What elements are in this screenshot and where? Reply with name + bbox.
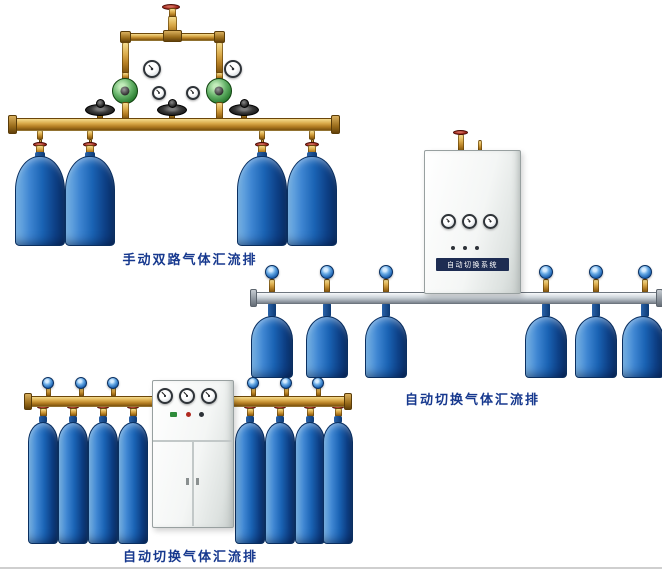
gas-cylinder [525,316,567,378]
cylinder-neck [85,152,95,158]
indicator-label-green [170,412,177,417]
valve-knob-blue [638,265,652,279]
valve-knob-blue [280,377,292,389]
gas-cylinder [235,422,265,544]
pressure-gauge [157,388,173,404]
gas-cylinder [306,316,348,378]
cylinder-neck [246,416,254,423]
gas-cylinder [287,156,337,246]
valve-knob-blue [320,265,334,279]
pipe-end-cap [344,393,352,410]
pipe-end-cap [331,115,340,134]
indicator-light [199,412,204,417]
cylinder-neck [69,416,77,423]
cylinder-neck [268,303,276,317]
valve-knob-blue [75,377,87,389]
valve-knob-blue [539,265,553,279]
door-handle [186,478,189,485]
gas-cylinder [295,422,325,544]
pressure-gauge [483,214,498,229]
cabinet-panel-divider [153,440,233,442]
pressure-gauge [224,60,242,78]
pipe-end-cap [8,115,17,134]
valve-knob-blue [265,265,279,279]
cylinder-neck [592,303,600,317]
caption-auto-switch-right: 自动切换气体汇流排 [404,392,540,407]
gas-cylinder [575,316,617,378]
cylinder-neck [542,303,550,317]
gas-cylinder [237,156,287,246]
valve-knob-blue [312,377,324,389]
manifold-pipe-brass [12,118,336,131]
pipe-end-cap [656,289,662,307]
door-handle [196,478,199,485]
pressure-gauge [143,60,161,78]
indicator-light [463,246,467,250]
valve-knob-blue [107,377,119,389]
cylinder-neck [257,152,267,158]
handwheel-hub [168,99,177,108]
tee-fitting [163,30,182,42]
cabinet-top-valve-handle [453,130,468,135]
cylinder-neck [39,416,47,423]
gas-cylinder [58,422,88,544]
gas-cylinder [323,422,353,544]
gas-cylinder [265,422,295,544]
valve-knob-blue [247,377,259,389]
cylinder-neck [307,152,317,158]
pipe-end-cap [250,289,257,307]
handwheel-hub [96,99,105,108]
valve-knob-blue [42,377,54,389]
indicator-light [475,246,479,250]
caption-manual-dual: 手动双路气体汇流排 [122,252,258,267]
gas-cylinder [65,156,115,246]
pressure-gauge [152,86,166,100]
bottom-divider [0,567,662,569]
pipe-end-cap [24,393,32,410]
gas-cylinder [15,156,65,246]
gas-cylinder [88,422,118,544]
cylinder-neck [129,416,137,423]
cylinder-neck [382,303,390,317]
cylinder-neck [306,416,314,423]
gas-cylinder [251,316,293,378]
pressure-gauge [462,214,477,229]
cylinder-neck [323,303,331,317]
pressure-gauge [179,388,195,404]
cylinder-neck [334,416,342,423]
gas-cylinder [622,316,662,378]
gas-cylinder [118,422,148,544]
pressure-gauge [201,388,217,404]
indicator-light [451,246,455,250]
cabinet-nameplate: 自动切换系统 [436,258,509,271]
gas-cylinder [28,422,58,544]
cylinder-neck [99,416,107,423]
valve-knob-blue [379,265,393,279]
cylinder-neck [276,416,284,423]
cylinder-neck [35,152,45,158]
pressure-gauge [441,214,456,229]
cabinet-door-split [192,442,194,526]
indicator-light-red [186,412,191,417]
pressure-gauge [186,86,200,100]
gas-cylinder [365,316,407,378]
valve-knob-blue [589,265,603,279]
cylinder-neck [641,303,649,317]
handwheel-hub [240,99,249,108]
caption-auto-switch-bottom: 自动切换气体汇流排 [122,549,258,564]
